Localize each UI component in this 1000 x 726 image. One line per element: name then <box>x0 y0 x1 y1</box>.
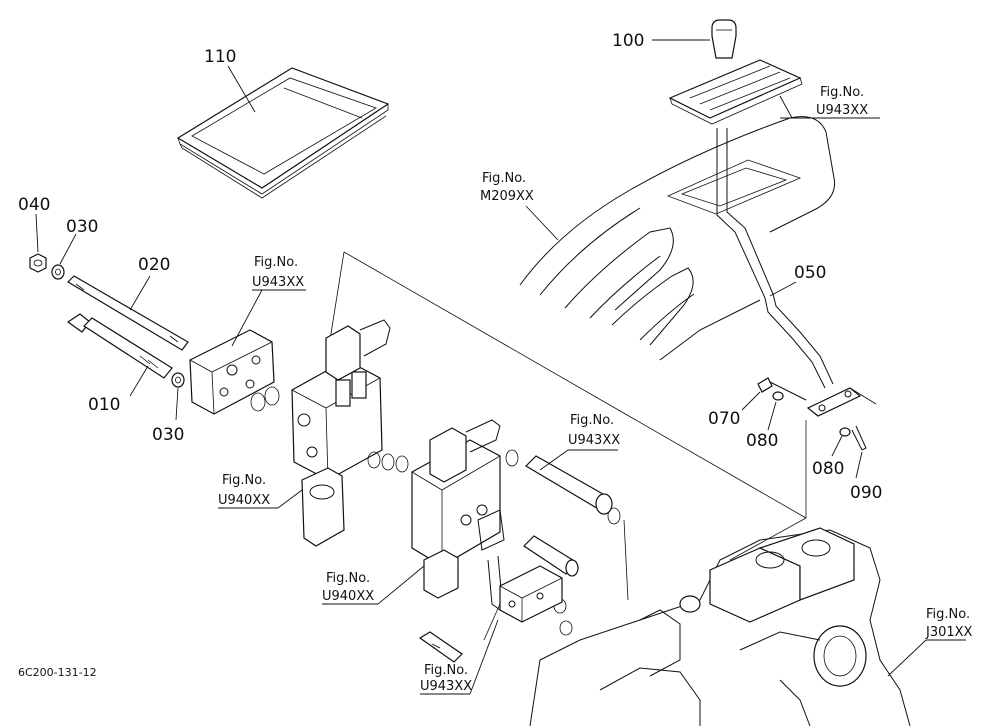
label-100: 100 <box>612 31 644 51</box>
control-valve-1 <box>291 319 391 547</box>
label-020: 020 <box>138 255 170 275</box>
label-010: 010 <box>88 395 120 415</box>
fig-ref-label: Fig.No. <box>570 413 614 428</box>
fig-ref-label: Fig.No. <box>222 473 266 488</box>
fig-ref-label: Fig.No. <box>326 571 370 586</box>
fig-ref-label: Fig.No. <box>482 171 526 186</box>
fig-ref-u943xx-mid: U943XX <box>568 433 620 448</box>
label-080-top: 080 <box>746 431 778 451</box>
o-rings <box>250 386 621 636</box>
label-040: 040 <box>18 195 50 215</box>
alignment-line <box>329 251 807 519</box>
label-110: 110 <box>204 47 236 67</box>
adaptor-plate-left <box>189 329 275 415</box>
label-090: 090 <box>850 483 882 503</box>
fig-ref-u943xx-left: U943XX <box>252 275 304 290</box>
fig-ref-label: Fig.No. <box>926 607 970 622</box>
fig-ref-label: Fig.No. <box>424 663 468 678</box>
part-labels: 110 100 040 030 020 010 030 050 070 080 … <box>18 31 882 503</box>
label-050: 050 <box>794 263 826 283</box>
fig-ref-m209xx: M209XX <box>480 189 534 204</box>
fender-outline <box>519 116 836 361</box>
fig-ref-j301xx: J301XX <box>925 625 973 640</box>
fig-ref-u943xx-bottom: U943XX <box>420 679 472 694</box>
fig-ref-label: Fig.No. <box>254 255 298 270</box>
bolts-and-nuts <box>29 253 189 388</box>
pipe-fittings <box>418 455 629 663</box>
label-070: 070 <box>708 409 740 429</box>
leader-lines <box>35 39 966 695</box>
control-valve-2 <box>411 419 505 599</box>
fig-ref-u940xx-left: U940XX <box>218 493 270 508</box>
label-080-bottom: 080 <box>812 459 844 479</box>
label-030-bottom: 030 <box>152 425 184 445</box>
fig-ref-u940xx-mid: U940XX <box>322 589 374 604</box>
label-030-top: 030 <box>66 217 98 237</box>
manual-booklet <box>176 65 390 199</box>
lever-assembly <box>668 19 877 518</box>
fig-ref-u943xx-top: U943XX <box>816 103 868 118</box>
figure-references: Fig.No. U943XX Fig.No. M209XX Fig.No. U9… <box>218 85 973 694</box>
transmission-case <box>529 517 911 726</box>
fig-ref-label: Fig.No. <box>820 85 864 100</box>
drawing-code: 6C200-131-12 <box>18 666 97 679</box>
